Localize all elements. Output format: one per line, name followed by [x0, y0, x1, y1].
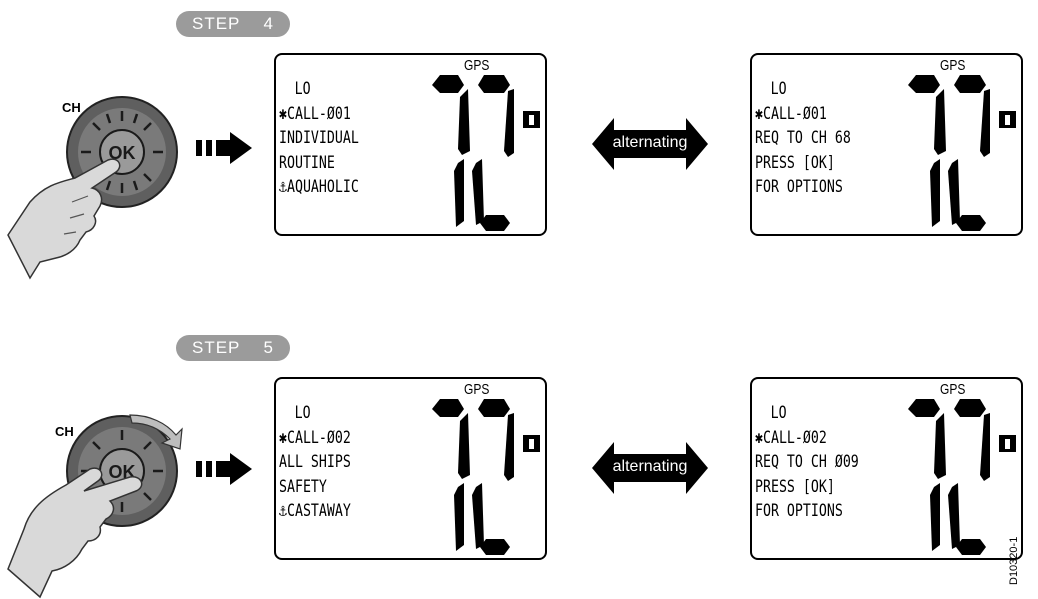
lcd-line: ALL SHIPS [279, 452, 351, 472]
channel-digits [432, 75, 540, 231]
lcd-line: PRESS [OK] [755, 476, 835, 497]
lcd-line: PRESS [OK] [755, 152, 835, 173]
ok-label: OK [109, 143, 136, 163]
advance-arrow-icon [196, 453, 252, 485]
lcd-line: ROUTINE [279, 152, 335, 173]
step-5-badge: STEP 5 [176, 335, 290, 361]
lcd-line: ✱CALL-Ø02 [279, 427, 351, 448]
ok-knob-icon: OK [7, 414, 183, 599]
lcd-line: ✱CALL-Ø01 [279, 103, 351, 124]
alternating-label: alternating [612, 458, 688, 475]
lcd-line: FOR OPTIONS [755, 501, 843, 521]
lcd-line: LO [294, 403, 311, 423]
lcd-line: FOR OPTIONS [755, 177, 843, 197]
advance-arrow-icon [196, 132, 252, 164]
gps-indicator: GPS [464, 381, 490, 398]
gps-indicator: GPS [940, 57, 966, 74]
ch-label: CH [55, 424, 74, 439]
lcd-line: ⚓CASTAWAY [279, 501, 351, 521]
lcd-line: ✱CALL-Ø01 [755, 103, 827, 124]
channel-digits [432, 399, 540, 555]
lcd-line: ✱CALL-Ø02 [755, 427, 827, 448]
step-4-badge: STEP 4 [176, 11, 290, 37]
double-arrow-icon [592, 118, 708, 170]
hand-press-icon [7, 158, 121, 280]
ch-label: CH [62, 100, 81, 115]
document-id: D10320-1 [1008, 536, 1020, 585]
lcd-line: LO [294, 79, 311, 99]
lcd-line: LO [770, 403, 787, 423]
lcd-line: REQ TO CH Ø09 [755, 452, 859, 472]
lcd-line: SAFETY [279, 476, 327, 497]
hand-press-icon [7, 467, 143, 599]
rotate-arrow-icon [129, 414, 183, 450]
lcd-screen: GPS LO ✱CALL-Ø02 REQ TO CH Ø09 PRESS [OK… [750, 377, 1023, 560]
channel-digits [908, 399, 1016, 555]
gps-indicator: GPS [940, 381, 966, 398]
lcd-line: ⚓AQUAHOLIC [279, 177, 359, 197]
lcd-line: INDIVIDUAL [279, 128, 359, 148]
lcd-screen: GPS LO ✱CALL-Ø02 ALL SHIPS SAFETY ⚓CASTA… [274, 377, 547, 560]
channel-digits [908, 75, 1016, 231]
lcd-screen: GPS LO ✱CALL-Ø01 INDIVIDUAL ROUTINE ⚓AQU… [274, 53, 547, 236]
double-arrow-icon [592, 442, 708, 494]
ok-knob-icon: OK [7, 96, 178, 280]
lcd-line: LO [770, 79, 787, 99]
gps-indicator: GPS [464, 57, 490, 74]
lcd-line: REQ TO CH 68 [755, 128, 851, 148]
lcd-screen: GPS LO ✱CALL-Ø01 REQ TO CH 68 PRESS [OK]… [750, 53, 1023, 236]
alternating-label: alternating [612, 134, 688, 151]
